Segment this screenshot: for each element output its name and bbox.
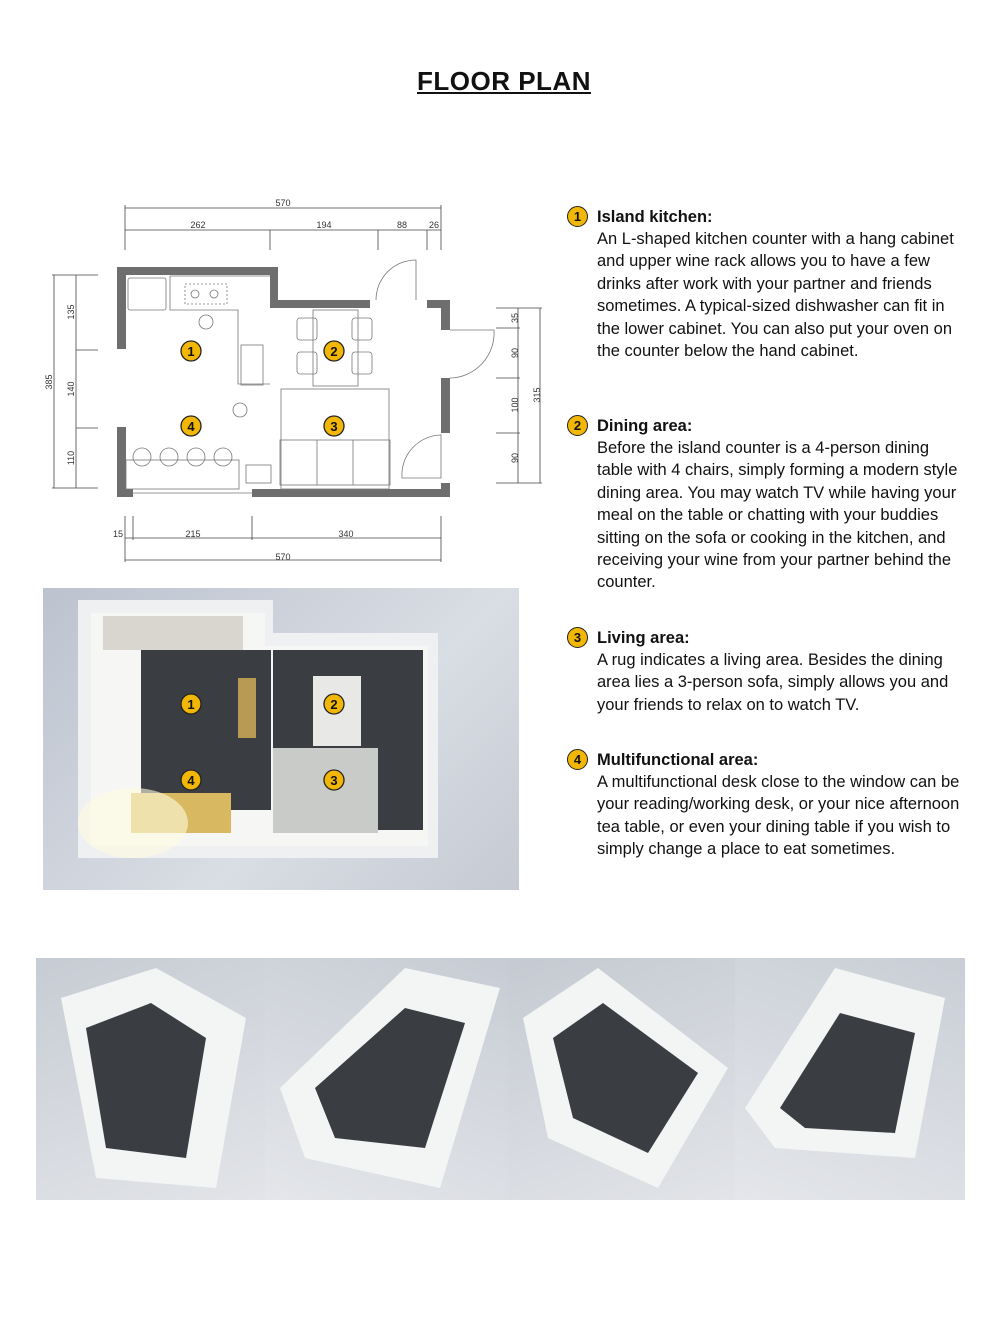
section-body: A multifunctional desk close to the wind…	[597, 773, 960, 859]
dimension-lines	[52, 205, 542, 562]
perspective-render-1	[36, 958, 265, 1200]
section-heading: Living area:	[597, 629, 690, 647]
svg-text:4: 4	[187, 773, 195, 788]
svg-text:194: 194	[316, 220, 331, 230]
render-badge-2: 2	[323, 693, 345, 715]
svg-text:570: 570	[275, 198, 290, 208]
desk	[125, 459, 240, 490]
plan-badge-2: 2	[323, 340, 345, 362]
number-badge: 1	[567, 206, 588, 227]
number-badge: 3	[567, 627, 588, 648]
render-badge-4: 4	[180, 769, 202, 791]
floor-plan-drawing: 570 262 194 88 26 385 135 140 110 35 90 …	[44, 198, 542, 562]
top-dimensions: 570 262 194 88 26	[190, 198, 439, 230]
svg-text:570: 570	[275, 552, 290, 562]
svg-text:385: 385	[44, 374, 54, 389]
kitchen-counter	[169, 275, 270, 385]
furniture	[125, 259, 495, 494]
render-badge-1: 1	[180, 693, 202, 715]
sofa	[279, 439, 391, 486]
render-badge-3: 3	[323, 769, 345, 791]
svg-text:4: 4	[187, 419, 195, 434]
stove	[184, 283, 228, 305]
render-badges: 1 2 3 4	[180, 693, 345, 791]
plan-badge-1: 1	[180, 340, 202, 362]
bottom-dimensions: 15 215 340 570	[113, 529, 354, 562]
svg-text:15: 15	[113, 529, 123, 539]
fridge	[127, 277, 167, 311]
page-title: FLOOR PLAN	[417, 66, 591, 96]
section-body: A rug indicates a living area. Besides t…	[597, 651, 949, 714]
svg-text:3: 3	[330, 773, 337, 788]
section-island-kitchen: 1 Island kitchen: An L-shaped kitchen co…	[567, 206, 967, 362]
section-heading: Island kitchen:	[597, 208, 713, 226]
svg-text:90: 90	[510, 348, 520, 358]
door-right	[449, 329, 495, 379]
sink	[240, 344, 264, 386]
section-body: Before the island counter is a 4-person …	[597, 439, 958, 592]
perspective-render-2	[265, 958, 508, 1200]
svg-text:1: 1	[187, 344, 194, 359]
person-figure	[232, 402, 248, 418]
svg-text:110: 110	[66, 451, 76, 465]
svg-text:88: 88	[397, 220, 407, 230]
svg-text:2: 2	[330, 344, 337, 359]
svg-text:262: 262	[190, 220, 205, 230]
side-cabinet	[245, 464, 272, 484]
svg-text:140: 140	[66, 381, 76, 396]
svg-text:100: 100	[510, 397, 520, 412]
svg-text:315: 315	[532, 387, 542, 402]
person-figure	[198, 314, 214, 330]
svg-text:26: 26	[429, 220, 439, 230]
door-top	[375, 259, 417, 301]
svg-text:215: 215	[185, 529, 200, 539]
perspective-render-3	[508, 958, 735, 1200]
plan-badge-3: 3	[323, 415, 345, 437]
plan-badges: 1 2 3 4	[180, 340, 345, 437]
number-badge: 2	[567, 415, 588, 436]
right-dimensions: 35 90 100 90 315	[510, 313, 542, 463]
section-body: An L-shaped kitchen counter with a hang …	[597, 230, 954, 361]
section-dining-area: 2 Dining area: Before the island counter…	[567, 415, 967, 594]
svg-text:35: 35	[510, 313, 520, 323]
section-heading: Dining area:	[597, 417, 693, 435]
section-multifunctional-area: 4 Multifunctional area: A multifunctiona…	[567, 749, 967, 861]
section-heading: Multifunctional area:	[597, 751, 759, 769]
svg-text:90: 90	[510, 453, 520, 463]
svg-text:2: 2	[330, 697, 337, 712]
rug	[280, 388, 390, 490]
top-view-render: 1 2 3 4	[43, 588, 519, 890]
door-bottom	[401, 434, 442, 479]
walls	[117, 267, 450, 497]
left-dimensions: 385 135 140 110	[44, 304, 76, 465]
render-illustration	[78, 600, 438, 858]
svg-text:1: 1	[187, 697, 194, 712]
number-badge: 4	[567, 749, 588, 770]
plan-badge-4: 4	[180, 415, 202, 437]
dining-table	[312, 309, 359, 387]
perspective-render-4	[735, 958, 965, 1200]
svg-text:3: 3	[330, 419, 337, 434]
section-living-area: 3 Living area: A rug indicates a living …	[567, 627, 967, 716]
svg-text:340: 340	[338, 529, 353, 539]
svg-text:135: 135	[66, 304, 76, 319]
